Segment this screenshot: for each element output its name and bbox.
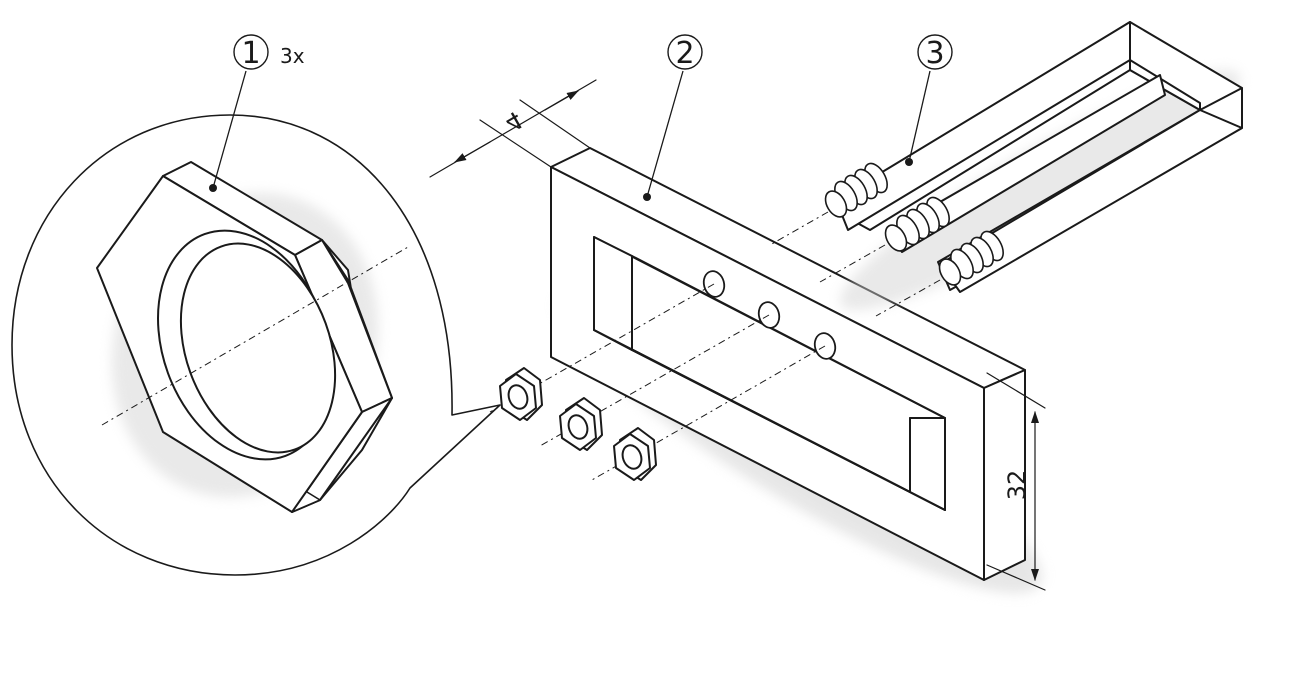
- threaded-u-bolt-icon: [824, 21, 1243, 311]
- callout-3: 3: [917, 34, 953, 71]
- thread-section: [824, 162, 888, 218]
- leader-1-dot: [209, 184, 217, 192]
- leader-2: [646, 70, 684, 198]
- magnified-nut-detail-icon: [96, 161, 409, 513]
- hex-nut-icon: [613, 427, 657, 481]
- hex-nut-icon: [499, 367, 543, 421]
- callout-1-quantity: 3x: [280, 44, 305, 68]
- thread-section: [884, 196, 950, 252]
- callout-1: 1 3x: [233, 34, 305, 71]
- callout-2-number: 2: [675, 36, 694, 71]
- leader-1: [212, 70, 247, 189]
- detail-bubble: [11, 70, 501, 576]
- dimension-thickness-label: 4: [500, 105, 527, 137]
- leader-2-dot: [643, 193, 651, 201]
- hex-nut-icon: [559, 397, 603, 451]
- frame-part: [550, 70, 1042, 594]
- dimension-height: 32: [986, 372, 1046, 591]
- callout-2: 2: [667, 34, 703, 71]
- leader-3-dot: [905, 158, 913, 166]
- dimension-height-label: 32: [1003, 470, 1031, 501]
- callout-1-number: 1: [241, 36, 260, 71]
- leader-3: [908, 70, 931, 163]
- callout-3-number: 3: [925, 36, 944, 71]
- thread-section: [938, 230, 1004, 286]
